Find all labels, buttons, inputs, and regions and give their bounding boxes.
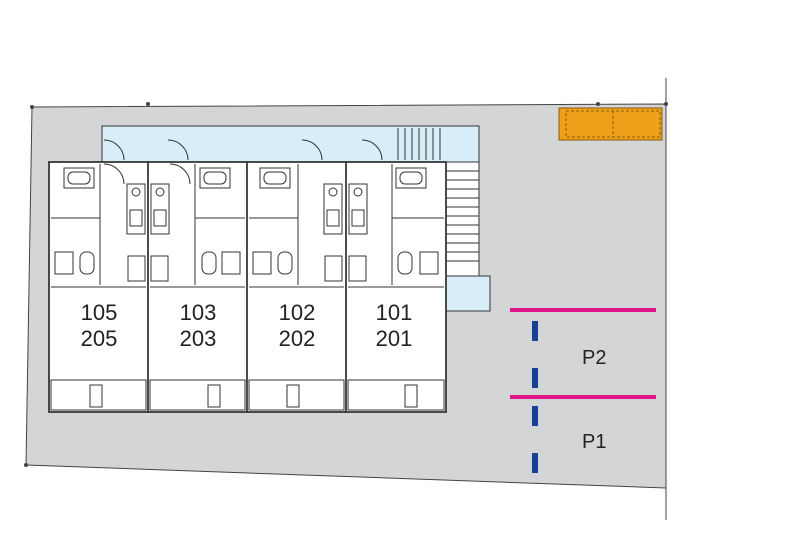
parking-label-p1: P1: [582, 431, 606, 453]
unit-number-lower: 101: [376, 300, 413, 325]
entrance-door: [103, 139, 125, 161]
unit-number-lower: 105: [81, 300, 118, 325]
kitchen-counter: [126, 183, 146, 235]
lot-corner-marker: [146, 102, 150, 106]
bathtub-icon: [259, 167, 291, 189]
parking-dash: [532, 406, 538, 426]
toilet-icon: [277, 251, 293, 275]
entrance-door: [167, 139, 189, 161]
parking-dash: [532, 453, 538, 473]
kitchen-counter: [323, 183, 343, 235]
parking-dash: [532, 368, 538, 388]
bathtub-icon: [395, 167, 427, 189]
unit-105-205: 105 205: [48, 161, 149, 413]
lot-corner-marker: [596, 102, 600, 106]
staircase: [397, 128, 480, 277]
stair-icon: [150, 255, 169, 282]
kitchen-counter: [150, 183, 170, 235]
unit-number-lower: 102: [279, 300, 316, 325]
lot-corner-marker: [30, 105, 34, 109]
unit-number-upper: 201: [376, 326, 413, 351]
bathtub-icon: [63, 167, 95, 189]
washbasin-icon: [252, 251, 272, 275]
stair-icon: [324, 255, 343, 282]
unit-number-upper: 202: [279, 326, 316, 351]
balcony: [149, 379, 246, 411]
stair-landing: [445, 275, 491, 312]
toilet-icon: [79, 251, 95, 275]
corridor: [101, 125, 480, 163]
unit-102-202: 102 202: [246, 139, 347, 413]
parking-area: P2 P1: [510, 308, 656, 473]
balcony: [347, 379, 445, 411]
stair-icon: [127, 255, 146, 282]
unit-number-upper: 205: [81, 326, 118, 351]
washbasin-icon: [221, 251, 241, 275]
unit-103-203: 103 203: [147, 161, 248, 413]
storage-shed: [558, 107, 663, 141]
toilet-icon: [397, 251, 413, 275]
unit-101-201: 101 201: [345, 139, 447, 413]
toilet-icon: [201, 251, 217, 275]
unit-number-lower: 103: [180, 300, 217, 325]
parking-label-p2: P2: [582, 347, 606, 369]
lot-corner-marker: [24, 463, 28, 467]
stair-icon: [348, 255, 367, 282]
washbasin-icon: [54, 251, 74, 275]
unit-number-upper: 203: [180, 326, 217, 351]
parking-dash: [532, 321, 538, 341]
kitchen-counter: [348, 183, 368, 235]
washbasin-icon: [419, 251, 439, 275]
bathtub-icon: [199, 167, 231, 189]
